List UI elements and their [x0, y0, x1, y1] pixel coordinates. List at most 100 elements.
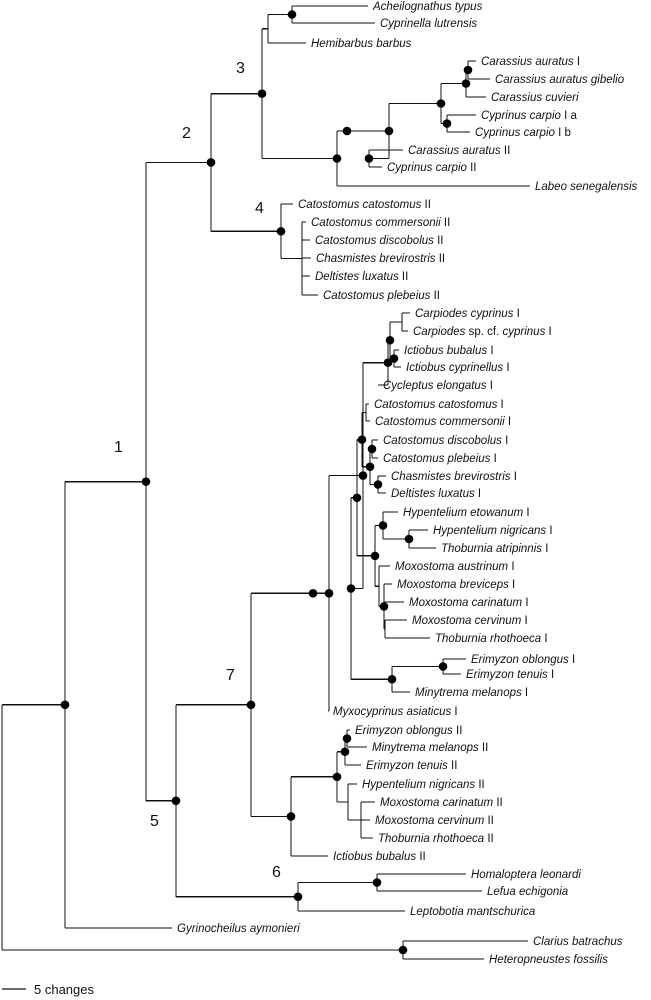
taxon-label-moxostoma-cervinum-ii: Moxostoma cervinum II [375, 815, 494, 827]
node-marker-n7b1a1 [342, 734, 352, 743]
node-marker-n7b1a [340, 747, 350, 757]
node-marker-n7a1b2 [387, 674, 397, 684]
taxon-label-carpiodes-cyprinus-i: Carpiodes cyprinus I [415, 308, 520, 320]
taxon-label-ictiobus-bubalus-i: Ictiobus bubalus I [404, 345, 494, 357]
taxon-label-catostomus-commersonii-ii: Catostomus commersonii II [311, 217, 450, 229]
taxon-label-leptobotia-mantschurica: Leptobotia mantschurica [410, 906, 535, 918]
taxon-label-cyprinus-carpio-i-a: Cyprinus carpio I a [481, 110, 577, 122]
node-marker-n7a1a1a [385, 335, 395, 345]
node-marker-n_out [398, 945, 408, 955]
taxon-label-catostomus-plebeius-ii: Catostomus plebeius II [323, 290, 440, 302]
taxon-label-cyprinella-lutrensis: Cyprinella lutrensis [380, 18, 477, 30]
node-marker-n3b1a1z [442, 119, 452, 128]
clade-label-1: 1 [114, 439, 123, 456]
node-marker-n7a1b1a [357, 435, 367, 444]
taxon-label-cyprinus-carpio-ii: Cyprinus carpio II [387, 162, 477, 174]
taxon-label-erimyzon-tenuis-ii: Erimyzon tenuis II [366, 760, 457, 772]
scale-bar-label: 5 changes [34, 982, 94, 997]
clade-label-2: 2 [182, 125, 191, 142]
clade-label-4: 4 [255, 200, 264, 217]
taxon-label-minytrema-melanops-i: Minytrema melanops I [415, 687, 528, 699]
taxon-label-hypentelium-etowanum-i: Hypentelium etowanum I [403, 507, 530, 519]
node-marker-n2 [206, 158, 216, 167]
taxon-label-deltistes-luxatus-i: Deltistes luxatus I [391, 488, 481, 500]
taxon-label-carassius-auratus-i: Carassius auratus I [481, 56, 580, 68]
taxon-label-catostomus-discobolus-i: Catostomus discobolus I [383, 435, 508, 447]
taxon-label-ictiobus-cyprinellus-i: Ictiobus cyprinellus I [406, 362, 510, 374]
taxon-label-acheilognathus-typus: Acheilognathus typus [372, 1, 483, 13]
taxon-label-labeo-senegalensis: Labeo senegalensis [535, 181, 638, 193]
node-marker-n6 [293, 892, 303, 902]
clade-label-7: 7 [226, 667, 235, 684]
node-marker-n3b1a2 [364, 154, 374, 163]
taxon-label-carpiodes-sp-cf-cyprinus-i: Carpiodes sp. cf. cyprinus I [413, 326, 552, 338]
taxon-label-gyrinocheilus-aymonieri: Gyrinocheilus aymonieri [177, 923, 300, 935]
clade-label-6: 6 [272, 864, 281, 881]
taxon-label-carassius-auratus-ii: Carassius auratus II [408, 145, 510, 157]
clade-label-3: 3 [236, 60, 245, 77]
node-marker-n7a1b1b2a [379, 602, 389, 611]
taxon-label-chasmistes-brevirostris-i: Chasmistes brevirostris I [391, 471, 517, 483]
taxon-label-carassius-cuvieri: Carassius cuvieri [491, 92, 579, 104]
node-marker-n3a1 [287, 10, 297, 19]
taxon-label-thoburnia-atripinnis-i: Thoburnia atripinnis I [441, 543, 548, 555]
node-marker-n4 [276, 226, 286, 236]
taxon-label-hypentelium-nigricans-i: Hypentelium nigricans I [433, 525, 553, 537]
clade-labels: 3 4 2 7 6 5 1 [114, 60, 281, 881]
node-marker-n5 [171, 796, 181, 806]
taxon-label-catostomus-commersonii-i: Catostomus commersonii I [375, 416, 511, 428]
node-marker-n7a1b1a2a [367, 444, 377, 454]
taxon-label-deltistes-luxatus-ii: Deltistes luxatus II [315, 271, 408, 283]
node-marker-n7a1b1b [370, 551, 380, 561]
node-marker-n7a [308, 588, 318, 598]
node-marker-n7a1b1 [352, 493, 362, 503]
taxon-label-lefua-echigonia: Lefua echigonia [487, 886, 568, 898]
node-marker-n7a1b1b1a [404, 534, 414, 544]
node-marker-n3b1a [384, 126, 394, 136]
node-marker-n7a1b2a [438, 662, 448, 671]
taxon-label-chasmistes-brevirostris-ii: Chasmistes brevirostris II [316, 253, 445, 265]
taxon-label-catostomus-catostomus-ii: Catostomus catostomus II [298, 199, 431, 211]
node-marker-n7a1a1 [383, 358, 393, 367]
node-marker-n3b [332, 154, 342, 163]
node-marker-n3b1a1 [436, 99, 446, 108]
taxon-label-cycleptus-elongatus-i: Cycleptus elongatus I [383, 380, 493, 392]
taxon-label-minytrema-melanops-ii: Minytrema melanops II [372, 742, 488, 754]
taxon-label-catostomus-catostomus-i: Catostomus catostomus I [374, 399, 504, 411]
node-marker-n6a [372, 878, 382, 887]
node-marker-n7a1a [358, 471, 368, 480]
node-marker-n7a1b [346, 584, 356, 593]
node-marker-n7a1a1a2 [389, 354, 399, 363]
scale-bar: 5 changes [2, 982, 94, 997]
clade-label-5: 5 [150, 813, 159, 830]
taxon-label-homaloptera-leonardi: Homaloptera leonardi [471, 869, 581, 881]
node-marker-n_ingroup [60, 700, 70, 710]
taxon-label-hypentelium-nigricans-ii: Hypentelium nigricans II [362, 779, 485, 791]
node-marker-n7b [286, 812, 296, 821]
taxon-label-cyprinus-carpio-i-b: Cyprinus carpio I b [475, 127, 571, 139]
node-marker-n7a1b1a2 [365, 462, 375, 472]
taxon-label-moxostoma-cervinum-i: Moxostoma cervinum I [412, 615, 528, 627]
node-marker-n7b1 [332, 772, 342, 782]
node-marker-n7a1 [324, 588, 334, 598]
taxon-label-erimyzon-oblongus-ii: Erimyzon oblongus II [355, 725, 462, 737]
node-marker-n7a1b1b1 [378, 521, 388, 530]
node-marker-n3 [257, 89, 267, 98]
taxon-label-hemibarbus-barbus: Hemibarbus barbus [311, 38, 412, 50]
taxon-label-moxostoma-austrinum-i: Moxostoma austrinum I [395, 561, 515, 573]
node-marker-n3b1a1y [463, 65, 473, 75]
node-marker-n7 [246, 700, 256, 710]
taxon-label-moxostoma-carinatum-ii: Moxostoma carinatum II [380, 797, 503, 809]
taxon-label-moxostoma-breviceps-i: Moxostoma breviceps I [397, 579, 515, 591]
taxon-label-clarius-batrachus: Clarius batrachus [533, 936, 623, 948]
node-marker-n1 [141, 477, 151, 486]
taxon-label-erimyzon-tenuis-i: Erimyzon tenuis I [466, 669, 554, 681]
taxon-label-thoburnia-rhothoeca-i: Thoburnia rhothoeca I [435, 633, 548, 645]
node-marker-n3b1a1x [461, 79, 471, 88]
taxon-label-carassius-auratus-gibelio: Carassius auratus gibelio [495, 74, 625, 86]
tree-nodes [60, 10, 473, 955]
taxon-label-myxocyprinus-asiaticus-i: Myxocyprinus asiaticus I [333, 706, 458, 718]
taxon-label-erimyzon-oblongus-i: Erimyzon oblongus I [471, 654, 575, 666]
